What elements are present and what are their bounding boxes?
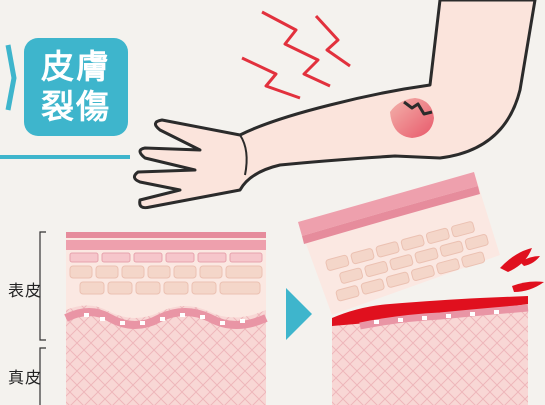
torn-skin-section [298, 172, 528, 405]
title-line-2: 裂傷 [41, 87, 111, 127]
epidermis-label: 表皮 [8, 277, 42, 301]
normal-skin-section [66, 232, 266, 405]
dermis-label: 真皮 [8, 364, 42, 388]
blood-drop-icon [500, 248, 544, 292]
skin-flap [298, 172, 500, 315]
title-bracket [8, 45, 14, 110]
title-badge: 皮膚 裂傷 [24, 38, 128, 136]
title-line-1: 皮膚 [41, 47, 111, 87]
pain-zigzag-icon [242, 12, 350, 98]
chevron-right-icon [286, 288, 312, 340]
